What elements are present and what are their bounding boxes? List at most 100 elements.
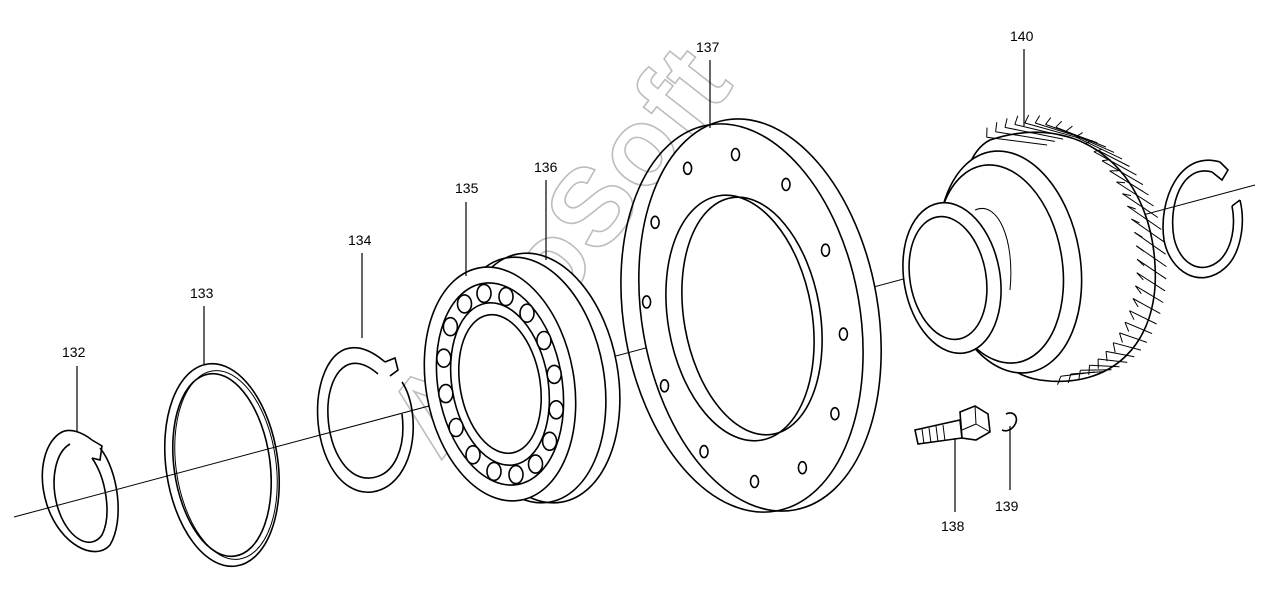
- gear-tooth: [1129, 310, 1157, 325]
- gear-tooth: [1136, 258, 1167, 280]
- flange-bolt-hole: [641, 295, 652, 309]
- gear-tooth: [1119, 332, 1148, 343]
- gear-tooth-tip: [1127, 205, 1136, 210]
- callout-137: 137: [696, 39, 720, 55]
- gear-tooth: [1075, 136, 1123, 160]
- gear-tooth: [1113, 342, 1142, 351]
- flange-bolt-hole: [730, 147, 741, 162]
- gear-tooth: [1101, 160, 1144, 186]
- gear-tooth: [1093, 151, 1137, 176]
- gear-tooth-tip: [1131, 218, 1140, 224]
- part-137-bearing-flange: [620, 118, 882, 513]
- bearing-roller: [476, 283, 492, 304]
- callout-132: 132: [62, 344, 86, 360]
- gear-tooth-tip: [1136, 245, 1145, 252]
- bearing-roller: [486, 461, 502, 482]
- gear-tooth: [1014, 124, 1072, 139]
- gear-tooth-tip: [1136, 272, 1144, 281]
- bearing-roller: [527, 454, 544, 474]
- flange-bolt-hole: [659, 378, 670, 393]
- gear-tooth: [1089, 364, 1120, 368]
- bearing-roller: [435, 348, 452, 369]
- gear-tooth-tip: [1065, 125, 1073, 132]
- callout-138: 138: [941, 518, 965, 534]
- gear-tooth-tip: [1084, 139, 1093, 145]
- gear-tooth-tip: [1024, 114, 1030, 124]
- gear-tooth-tip: [1055, 120, 1063, 128]
- gear-tooth-tip: [1119, 332, 1123, 343]
- leader-lines: [76, 49, 1025, 512]
- part-140-helical-gear: [902, 114, 1167, 385]
- gear-tooth: [1105, 350, 1135, 358]
- part-135-136-roller-bearing: [423, 252, 621, 504]
- gear-tooth-tip: [1134, 231, 1143, 238]
- gear-teeth: [986, 114, 1167, 385]
- gear-tooth: [1136, 272, 1166, 292]
- gear-tooth-tip: [1129, 310, 1135, 320]
- gear-tooth-tip: [1014, 115, 1019, 125]
- gear-tooth: [1122, 193, 1159, 218]
- gear-tooth: [1127, 205, 1162, 230]
- gear-tooth: [1060, 371, 1095, 377]
- part-134-retaining-ring: [316, 347, 414, 493]
- part-139-washer: [1001, 412, 1018, 432]
- flange-bolt-hole: [838, 327, 849, 341]
- flange-bolt-hole: [781, 177, 791, 192]
- flange-bolt-hole: [830, 406, 840, 421]
- gear-tooth-tip: [995, 122, 998, 132]
- gear-tooth-tip: [1116, 181, 1126, 184]
- gear-tooth-tip: [1075, 132, 1083, 138]
- gear-tooth-tip: [1078, 370, 1081, 380]
- gear-tooth: [1055, 126, 1107, 148]
- gear-tooth: [1024, 122, 1081, 139]
- part-133-shim-ring: [163, 362, 281, 568]
- flange-bolt-hole: [797, 460, 808, 475]
- gear-tooth: [986, 136, 1048, 146]
- bearing-roller: [548, 399, 565, 420]
- gear-tooth: [1132, 298, 1161, 315]
- gear-tooth: [1116, 181, 1154, 207]
- flange-bolt-holes: [641, 147, 849, 489]
- gear-tooth: [1004, 126, 1064, 140]
- gear-tooth-tip: [1122, 193, 1132, 197]
- bearing-roller: [536, 330, 552, 351]
- gear-tooth-tip: [1124, 322, 1130, 332]
- gear-tooth-tip: [1102, 159, 1111, 162]
- gear-tooth-tip: [1034, 115, 1041, 124]
- gear-tooth: [1084, 143, 1130, 167]
- gear-tooth: [1098, 358, 1128, 363]
- bearing-roller: [519, 303, 535, 324]
- flange-bolt-hole: [682, 161, 693, 176]
- bearing-roller: [546, 364, 563, 385]
- flange-bolt-hole: [749, 474, 760, 489]
- part-138-hex-bolt: [914, 405, 991, 445]
- callout-133: 133: [190, 285, 214, 301]
- bearing-roller: [508, 464, 524, 485]
- gear-tooth: [1135, 285, 1164, 303]
- bearing-roller: [498, 286, 514, 307]
- gear-tooth: [1109, 170, 1149, 196]
- callout-136: 136: [534, 159, 558, 175]
- bearing-roller: [465, 444, 481, 465]
- callout-139: 139: [995, 498, 1019, 514]
- flange-bolt-hole: [820, 243, 831, 257]
- gear-tooth-tip: [1134, 285, 1142, 294]
- gear-tooth-tip: [1045, 117, 1052, 125]
- flange-bolt-hole: [699, 444, 709, 459]
- callout-134: 134: [348, 232, 372, 248]
- callout-labels: 132 133 134 135 136 137 138 139 140: [62, 28, 1034, 534]
- bearing-roller: [456, 294, 473, 314]
- part-132-snap-ring: [41, 429, 119, 553]
- bearing-roller: [448, 417, 464, 438]
- bearing-rollers: [435, 283, 565, 485]
- gear-tooth-tip: [1132, 298, 1139, 308]
- gear-tooth-tip: [1004, 118, 1008, 128]
- bearing-roller: [442, 316, 459, 337]
- gear-tooth-tip: [1057, 376, 1062, 385]
- gear-tooth-tip: [1112, 342, 1116, 353]
- flange-bolt-hole: [650, 215, 660, 230]
- callout-135: 135: [455, 180, 479, 196]
- gear-tooth: [1131, 218, 1165, 243]
- gear-tooth: [995, 131, 1055, 142]
